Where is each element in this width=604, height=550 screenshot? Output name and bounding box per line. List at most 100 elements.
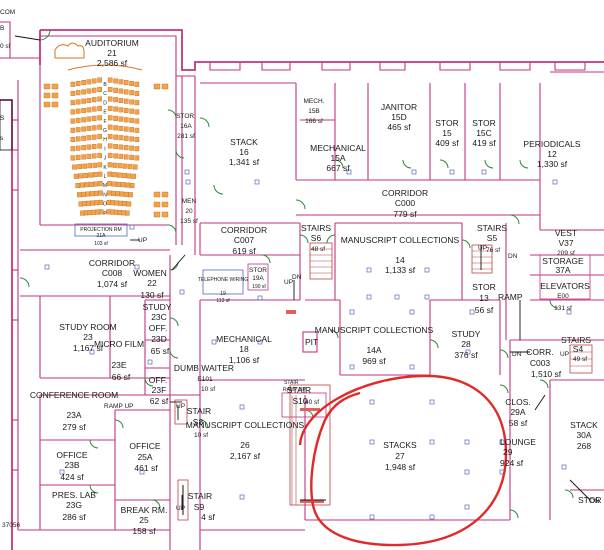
room-area: 619 sf — [232, 246, 256, 256]
room-area: 40 sf — [305, 399, 319, 406]
auditorium-seat — [81, 126, 86, 132]
room-name: OFF. — [149, 323, 167, 333]
auditorium-seat — [75, 127, 81, 133]
auditorium-seat — [92, 162, 98, 168]
auditorium-seat — [118, 125, 124, 131]
room-area: 1,341 sf — [229, 157, 260, 167]
auditorium-seat — [75, 182, 80, 188]
auditorium-seat — [75, 90, 81, 96]
room-number: V37 — [558, 238, 573, 248]
room-number: 20 — [185, 208, 193, 215]
room-number: 15C — [476, 128, 492, 138]
auditorium-seat — [123, 89, 129, 95]
room-name: STUDY — [143, 302, 172, 312]
room-number: 25A — [137, 452, 152, 462]
room-number: 14A — [366, 345, 381, 355]
auditorium-seat — [97, 77, 102, 83]
room-name: MICRO FILM — [94, 339, 144, 349]
auditorium-seat — [134, 127, 140, 133]
dn-label: DN — [590, 498, 600, 505]
room-name: CORRIDOR — [221, 225, 267, 235]
room-number: S8 — [193, 417, 204, 427]
seat-row-letter: F — [103, 119, 106, 125]
auditorium-seat — [123, 191, 129, 197]
ramp-label: RAMP — [498, 292, 523, 302]
room-area: 1,948 sf — [385, 462, 416, 472]
room-name: MANUSCRIPT COLLECTIONS — [315, 325, 434, 335]
auditorium-seat — [129, 90, 134, 96]
auditorium-seat — [97, 152, 102, 158]
auditorium-seat — [97, 115, 102, 121]
room-number: 14 — [395, 255, 405, 265]
room-number: 21 — [107, 48, 117, 58]
auditorium-seat — [88, 181, 94, 187]
auditorium-seat — [70, 90, 76, 96]
auditorium-seat — [70, 155, 76, 161]
room-labels: AUDITORIUM 21 2,586 sf STOR. 16A 281 sf … — [30, 38, 602, 536]
room-area: 56 sf — [475, 305, 494, 315]
room-name: STACK — [570, 420, 598, 430]
seat-row-letter: I — [104, 146, 105, 152]
auditorium-seat — [134, 155, 140, 161]
room-area: 190 sf — [252, 284, 266, 290]
room-number: E00 — [557, 293, 569, 300]
auditorium-seat — [118, 116, 124, 122]
room-number: 21A — [97, 233, 107, 239]
room-area: 10 sf — [194, 432, 208, 439]
fixtures — [0, 99, 591, 418]
room-area: 166 sf — [305, 118, 323, 125]
auditorium-seat — [123, 126, 129, 132]
up-label: UP — [176, 403, 185, 410]
auditorium-seat — [129, 80, 134, 86]
room-name: JANITOR — [381, 102, 417, 112]
room-number: 16 — [239, 147, 249, 157]
seat-row-letter: H — [103, 137, 107, 143]
auditorium-seat — [81, 107, 86, 113]
ramp-up-label: RAMP UP — [104, 403, 134, 410]
auditorium-seat — [70, 136, 76, 142]
auditorium-seat — [90, 200, 96, 206]
room-area: 131 sf — [554, 305, 572, 312]
auditorium-seat — [134, 118, 140, 124]
room-area: 1,167 sf — [73, 343, 104, 353]
room-name: STOR — [435, 118, 458, 128]
room-area: 1,510 sf — [531, 369, 562, 379]
room-name: STOR — [472, 282, 495, 292]
room-area: 424 sf — [60, 472, 84, 482]
auditorium-seat — [70, 100, 76, 106]
auditorium-seat — [134, 136, 140, 142]
auditorium-seat — [75, 108, 81, 114]
auditorium-seat — [86, 88, 92, 94]
auditorium-seat — [123, 145, 129, 151]
ramp-small-label: RAMP UP — [283, 387, 306, 393]
auditorium-seat — [113, 115, 118, 121]
room-area: 1,133 sf — [385, 265, 416, 275]
room-name: TELEPHONE WIRING — [198, 277, 248, 283]
auditorium-seat — [98, 190, 103, 196]
auditorium-seat — [113, 87, 118, 93]
edge-label-sf: 0 sf — [0, 43, 11, 50]
room-number: S5 — [487, 233, 498, 243]
auditorium-seat — [118, 153, 124, 159]
auditorium-seat — [75, 154, 81, 160]
room-number: 23F — [152, 385, 167, 395]
auditorium-seat — [123, 80, 129, 86]
auditorium-seat — [81, 117, 86, 123]
room-number: S9 — [194, 502, 205, 512]
auditorium-seat — [98, 199, 104, 205]
auditorium-seat — [123, 117, 129, 123]
auditorium-seat — [122, 163, 128, 169]
auditorium-seat — [93, 181, 99, 187]
auditorium-seat — [98, 181, 103, 187]
edge-label-s2: s — [0, 135, 4, 142]
room-name: STOR — [472, 118, 495, 128]
room-number: 23A — [66, 410, 81, 420]
room-name: CORRIDOR — [382, 188, 428, 198]
auditorium-seat — [107, 105, 113, 111]
auditorium-seat — [91, 106, 97, 112]
auditorium-seat — [113, 153, 118, 159]
room-area: 10 sf — [201, 386, 215, 393]
up-label: UP — [138, 237, 147, 244]
room-number: 27 — [395, 451, 405, 461]
room-name: AUDITORIUM — [85, 38, 139, 48]
